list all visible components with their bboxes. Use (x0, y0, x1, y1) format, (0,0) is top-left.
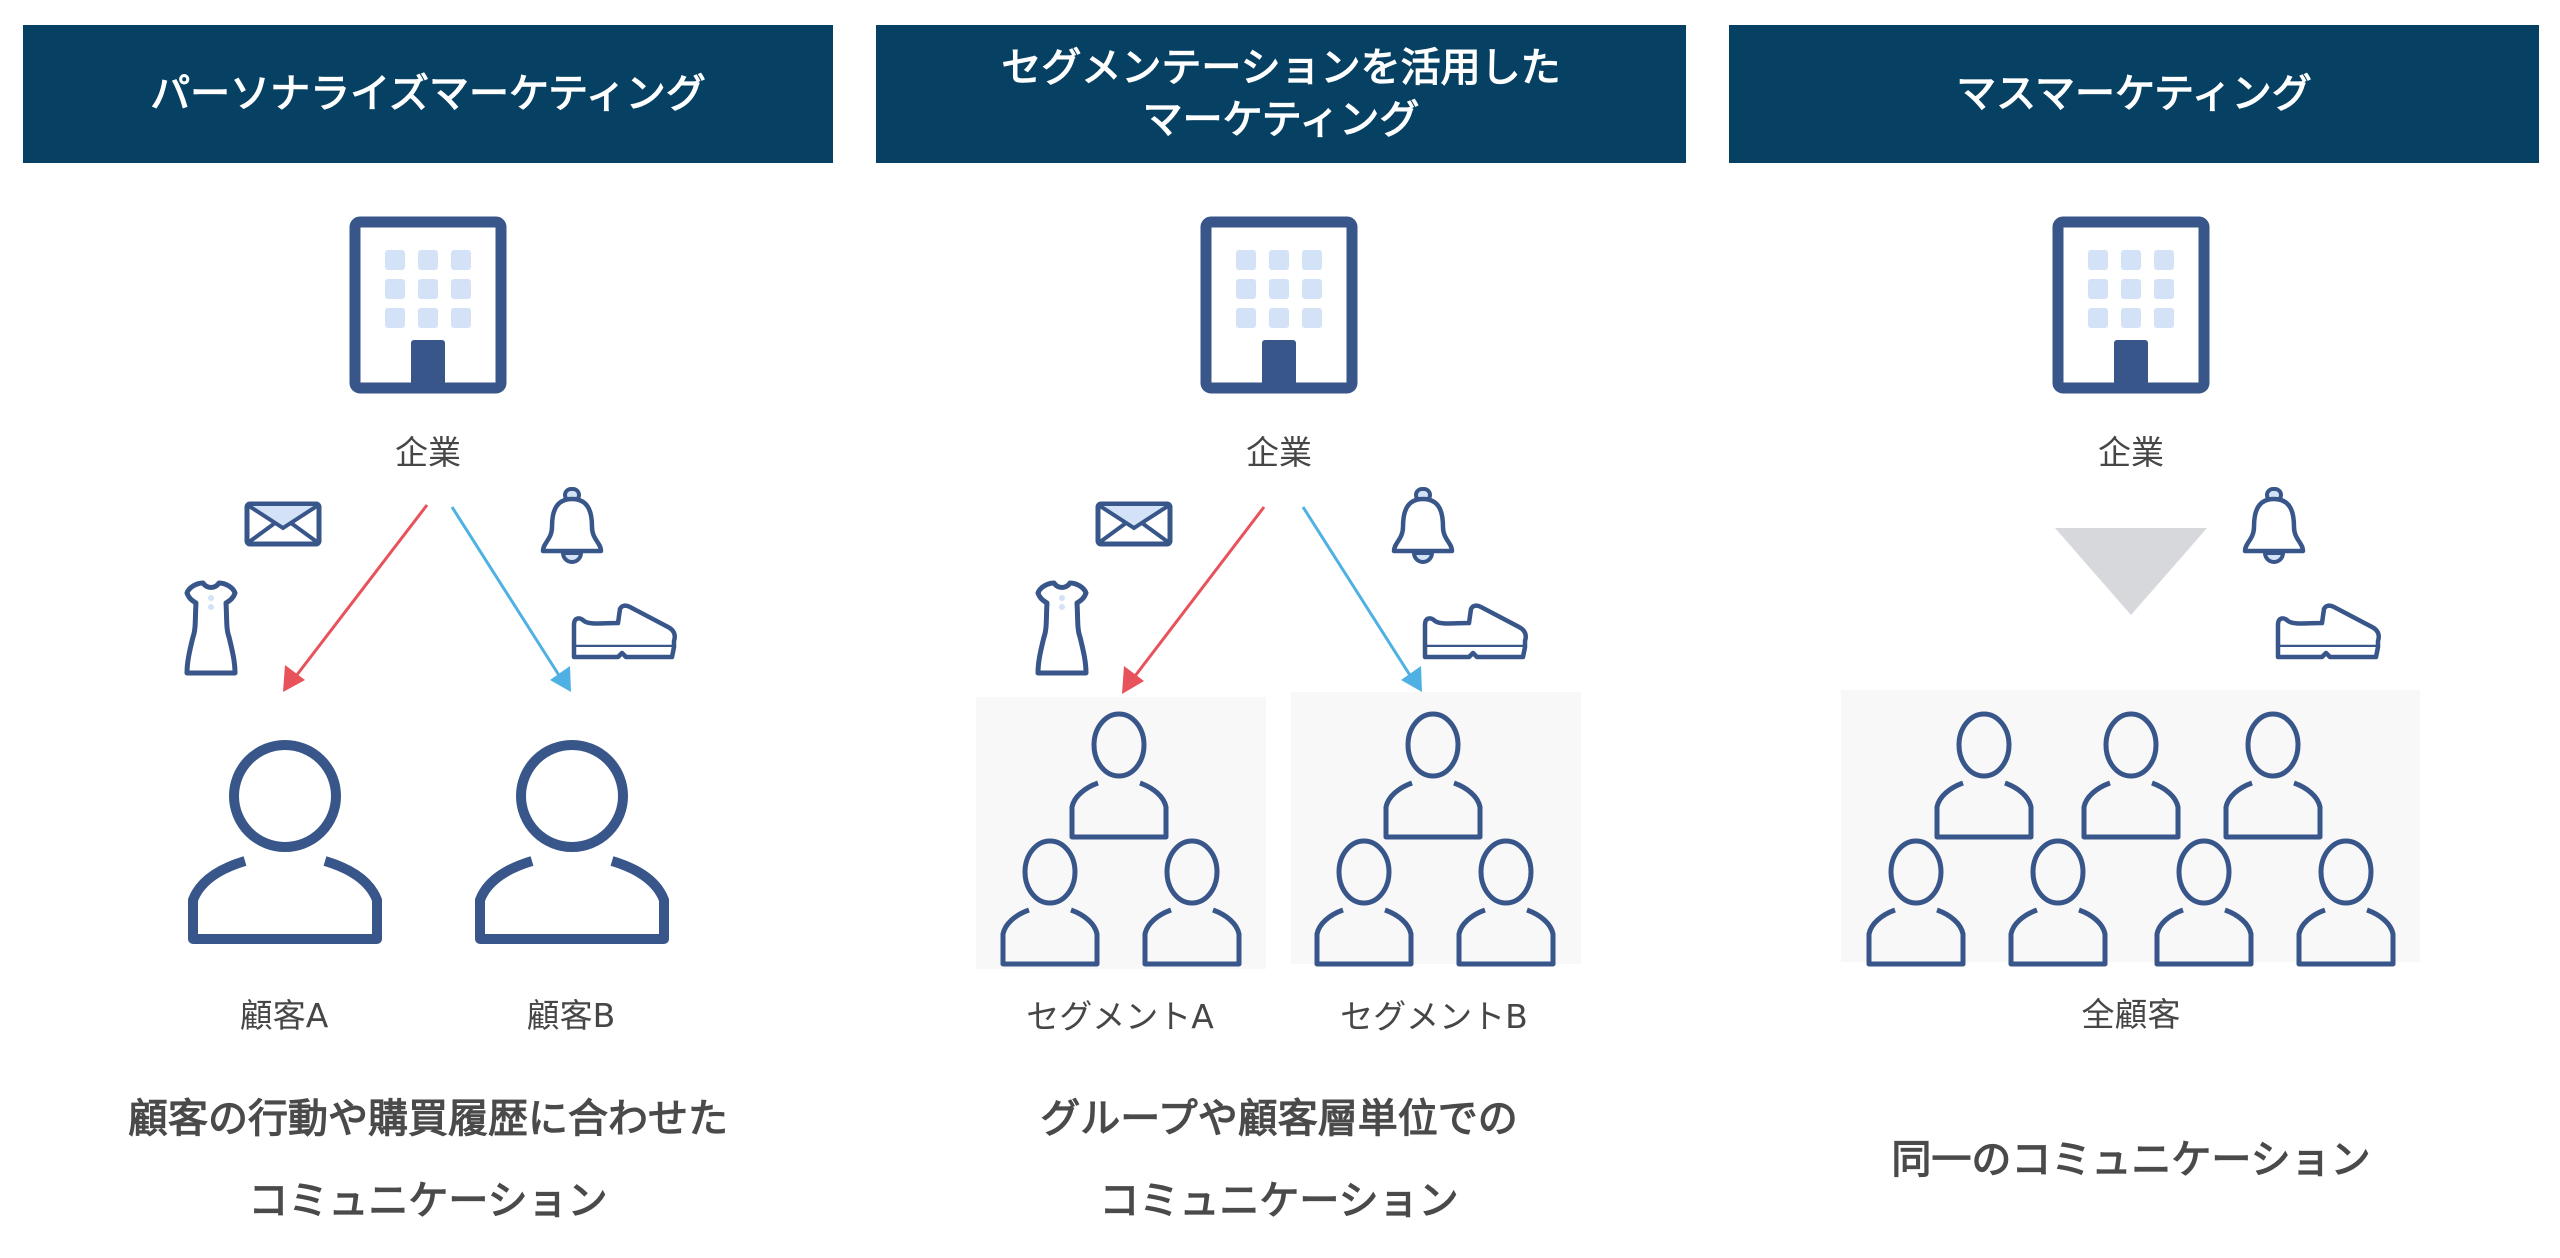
segment-b-box (1291, 692, 1581, 964)
company-label: 企業 (395, 433, 461, 472)
header-personalized-marketing: パーソナライズマーケティング (23, 25, 833, 163)
arrow-to-segment-b (1301, 506, 1415, 681)
company-label: 企業 (1246, 433, 1312, 472)
all-customers-box (1841, 690, 2420, 962)
panel-mass (1841, 222, 2420, 964)
all-customers-label: 全顧客 (2081, 995, 2181, 1034)
envelope-icon (1098, 504, 1170, 544)
segment-a-label: セグメントA (1026, 997, 1214, 1036)
bell-icon (1394, 489, 1452, 562)
segment-a-box (976, 697, 1266, 969)
caption-segmentation: グループや顧客層単位での コミュニケーション (1040, 1078, 1518, 1242)
caption-line: グループや顧客層単位での (1040, 1096, 1518, 1142)
caption-line: コミュニケーション (1099, 1178, 1459, 1224)
customer-b-label: 顧客B (526, 996, 616, 1035)
header-mass-marketing: マスマーケティング (1729, 25, 2539, 163)
header-title-line: パーソナライズマーケティング (150, 71, 706, 117)
header-title-line: セグメンテーションを活用した (1001, 45, 1561, 91)
caption-line: 顧客の行動や購買履歴に合わせた (128, 1096, 728, 1142)
shoe-icon (2278, 606, 2379, 657)
panel-personalized (187, 222, 675, 939)
arrow-to-customer-b (450, 506, 564, 681)
down-triangle-icon (2055, 528, 2207, 615)
company-label: 企業 (2098, 433, 2164, 472)
arrow-head-blue (1401, 666, 1422, 692)
customer-a-label: 顧客A (239, 996, 329, 1035)
bell-icon (543, 489, 601, 562)
dress-icon (1038, 583, 1086, 673)
arrow-to-segment-a (1130, 506, 1266, 681)
caption-personalized: 顧客の行動や購買履歴に合わせた コミュニケーション (128, 1078, 728, 1242)
shoe-icon (1425, 606, 1526, 657)
shoe-icon (574, 606, 675, 657)
caption-line: コミュニケーション (248, 1178, 608, 1224)
person-icon-customer-b (480, 745, 664, 939)
building-icon (1206, 222, 1352, 390)
caption-mass: 同一のコミュニケーション (1891, 1119, 2370, 1201)
caption-line: 同一のコミュニケーション (1891, 1137, 2371, 1183)
envelope-icon (247, 504, 319, 544)
panel-segmentation (976, 222, 1581, 969)
segment-b-label: セグメントB (1340, 997, 1528, 1036)
header-title-line: マスマーケティング (1956, 71, 2312, 117)
person-icon-customer-a (193, 745, 377, 939)
building-icon (355, 222, 501, 390)
bell-icon (2245, 489, 2303, 562)
building-icon (2058, 222, 2204, 390)
arrow-head-red (283, 665, 305, 692)
header-segmentation-marketing: セグメンテーションを活用した マーケティング (876, 25, 1686, 163)
header-title-line: マーケティング (1142, 97, 1420, 143)
arrow-head-red (1122, 666, 1144, 694)
arrow-head-blue (550, 666, 571, 692)
arrow-to-customer-a (291, 504, 429, 681)
dress-icon (187, 583, 235, 673)
